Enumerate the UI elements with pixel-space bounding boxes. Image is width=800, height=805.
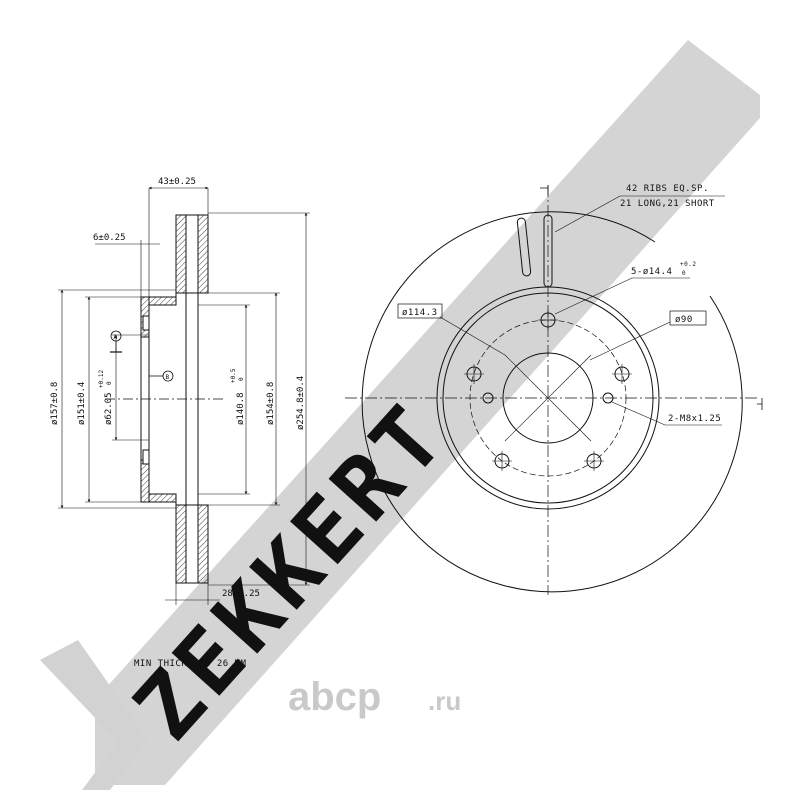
watermark-band xyxy=(95,40,760,785)
diameter-62-label: ø62.05 xyxy=(104,392,114,425)
bore-label: ø90 xyxy=(675,315,693,325)
diameter-140-tol-lower: 0 xyxy=(238,377,245,381)
holes-note: 5-ø14.4 xyxy=(631,267,672,277)
site-watermark: abcp .ru xyxy=(288,675,461,719)
pcd-label-box xyxy=(397,303,443,319)
site-watermark-suffix: .ru xyxy=(428,686,461,716)
site-watermark-text: abcp xyxy=(288,675,381,719)
diameter-62-tol-lower: 0 xyxy=(106,381,113,385)
diameter-151-label: ø151±0.4 xyxy=(77,382,87,425)
holes-tol-lower: 0 xyxy=(682,270,686,277)
pcd-leader xyxy=(439,316,506,356)
hat-wall-lower xyxy=(140,459,150,503)
holes-tol-upper: +0.2 xyxy=(680,261,696,268)
ribs-note-line2: 21 LONG,21 SHORT xyxy=(620,199,715,209)
diameter-157-label: ø157±0.8 xyxy=(50,382,60,425)
hat-thickness-label: 6±0.25 xyxy=(93,233,126,243)
holes-leader xyxy=(554,277,633,315)
friction-ring-upper-right xyxy=(197,214,209,294)
cooling-rib-short xyxy=(516,217,532,277)
diameter-140-tol-upper: +0.5 xyxy=(230,368,237,383)
pcd-label: ø114.3 xyxy=(402,308,438,318)
bore-label-box xyxy=(669,310,707,326)
min-thickness-note: MIN THICKNESS 26 MM xyxy=(134,659,247,669)
bore-leader xyxy=(589,321,671,361)
friction-ring-lower-left xyxy=(175,504,187,584)
hat-flange-lower xyxy=(148,493,177,503)
diameter-62-tol-upper: +0.12 xyxy=(98,370,105,388)
outer-disc-edge xyxy=(361,211,743,593)
hat-flange-upper xyxy=(148,296,177,306)
diameter-140-label: ø140.8 xyxy=(236,392,246,425)
diameter-154-label: ø154±0.8 xyxy=(266,382,276,425)
front-view xyxy=(345,185,763,595)
datum-a-letter: A xyxy=(114,334,118,341)
thread-leader xyxy=(611,401,666,426)
total-width-label: 43±0.25 xyxy=(158,177,196,187)
ribs-leader xyxy=(554,195,621,233)
ribs-note-line1: 42 RIBS EQ.SP. xyxy=(626,184,709,194)
diameter-254-label: ø254.8±0.4 xyxy=(296,376,306,430)
side-view-labels: 43±0.25 6±0.25 28±0.25 ø157±0.8 ø151±0.4… xyxy=(50,177,306,599)
threads-note: 2-M8x1.25 xyxy=(668,414,721,424)
watermark-chevron xyxy=(40,640,148,790)
front-view-labels: 42 RIBS EQ.SP. 21 LONG,21 SHORT 5-ø14.4 … xyxy=(402,184,721,424)
side-section-view xyxy=(58,186,310,605)
friction-ring-upper-left xyxy=(175,214,187,294)
disc-thickness-label: 28±0.25 xyxy=(222,589,260,599)
friction-ring-lower-right xyxy=(197,504,209,584)
cooling-rib-long xyxy=(543,214,553,288)
datum-b-letter: B xyxy=(166,374,170,381)
